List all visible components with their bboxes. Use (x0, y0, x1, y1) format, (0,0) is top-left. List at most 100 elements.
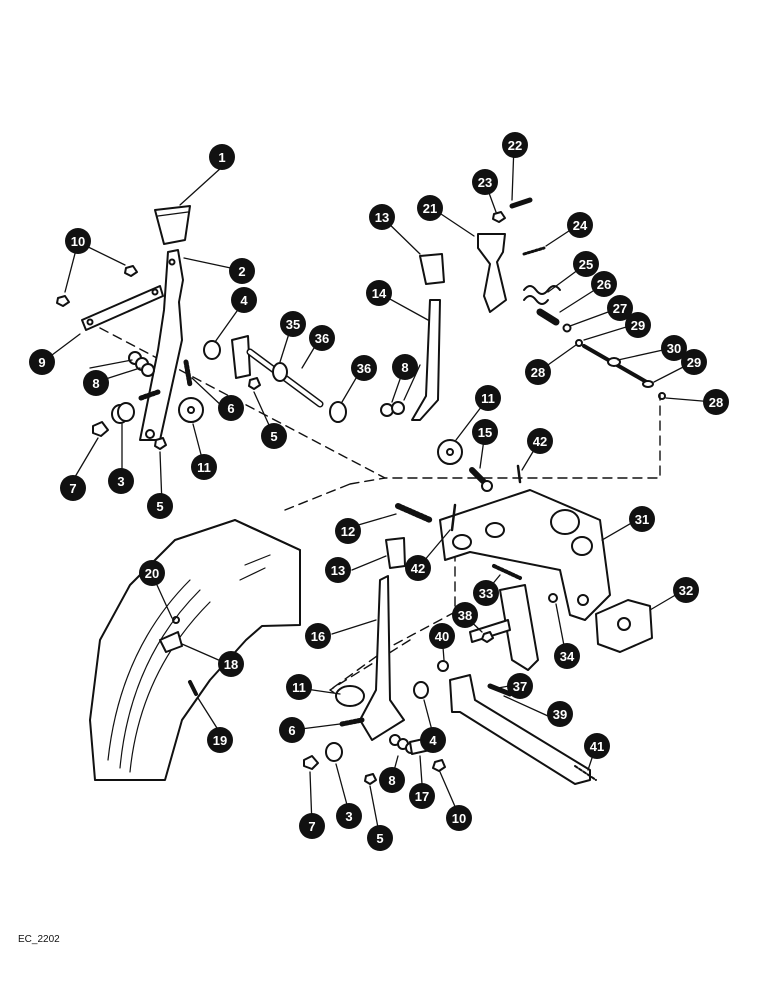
fitting-part-26 (536, 308, 560, 326)
callout-4[interactable]: 4 (231, 287, 257, 313)
callout-26[interactable]: 26 (591, 271, 617, 297)
bushing-part-34 (548, 593, 558, 603)
nut-part-38 (481, 631, 494, 643)
bolt-part-33 (492, 564, 522, 580)
svg-text:22: 22 (508, 138, 522, 153)
callout-17[interactable]: 17 (409, 783, 435, 809)
callout-27[interactable]: 27 (607, 295, 633, 321)
svg-text:8: 8 (92, 376, 99, 391)
nut-part-5c (364, 773, 377, 785)
callout-5b[interactable]: 5 (261, 423, 287, 449)
svg-text:31: 31 (635, 512, 649, 527)
callout-16[interactable]: 16 (305, 623, 331, 649)
callout-25[interactable]: 25 (573, 251, 599, 277)
callout-39[interactable]: 39 (547, 701, 573, 727)
callout-34[interactable]: 34 (554, 643, 580, 669)
callout-5c[interactable]: 5 (367, 825, 393, 851)
callout-9[interactable]: 9 (29, 349, 55, 375)
callout-11c[interactable]: 11 (286, 674, 312, 700)
callout-31[interactable]: 31 (629, 506, 655, 532)
svg-text:34: 34 (560, 649, 575, 664)
callout-41[interactable]: 41 (584, 733, 610, 759)
callout-20[interactable]: 20 (139, 560, 165, 586)
svg-text:13: 13 (375, 210, 389, 225)
callout-1[interactable]: 1 (209, 144, 235, 170)
lever-part-16 (359, 575, 405, 741)
callout-5[interactable]: 5 (147, 493, 173, 519)
callout-10[interactable]: 10 (65, 228, 91, 254)
callout-40[interactable]: 40 (429, 623, 455, 649)
svg-text:11: 11 (197, 460, 211, 475)
callout-7[interactable]: 7 (60, 475, 86, 501)
knob-part-1 (154, 205, 191, 245)
svg-text:36: 36 (315, 331, 329, 346)
callout-36a[interactable]: 36 (309, 325, 335, 351)
callout-21[interactable]: 21 (417, 195, 443, 221)
callout-6b[interactable]: 6 (279, 717, 305, 743)
callout-42b[interactable]: 42 (405, 555, 431, 581)
callout-4b[interactable]: 4 (420, 727, 446, 753)
callout-15[interactable]: 15 (472, 419, 498, 445)
screw-part-19 (188, 680, 198, 696)
callout-29b[interactable]: 29 (681, 349, 707, 375)
plate-part-32 (595, 599, 653, 653)
svg-text:10: 10 (71, 234, 85, 249)
callout-33[interactable]: 33 (473, 580, 499, 606)
spacer-part-4b (413, 681, 429, 699)
callout-7b[interactable]: 7 (299, 813, 325, 839)
rod-part-30 (582, 344, 654, 388)
svg-text:33: 33 (479, 586, 493, 601)
callout-38[interactable]: 38 (452, 602, 478, 628)
callout-8b[interactable]: 8 (392, 354, 418, 380)
svg-text:5: 5 (376, 831, 383, 846)
svg-text:35: 35 (286, 317, 300, 332)
nut-part-5a (154, 437, 167, 450)
callout-32[interactable]: 32 (673, 577, 699, 603)
plate-part-38 (469, 619, 511, 643)
svg-text:25: 25 (579, 257, 593, 272)
callout-36b[interactable]: 36 (351, 355, 377, 381)
lever-part-2 (139, 249, 184, 441)
callout-23[interactable]: 23 (472, 169, 498, 195)
svg-text:23: 23 (478, 175, 492, 190)
callout-42a[interactable]: 42 (527, 428, 553, 454)
svg-text:19: 19 (213, 733, 227, 748)
callout-13b[interactable]: 13 (325, 557, 351, 583)
callout-6[interactable]: 6 (218, 395, 244, 421)
callout-28a[interactable]: 28 (525, 359, 551, 385)
callout-14[interactable]: 14 (366, 280, 392, 306)
callout-19[interactable]: 19 (207, 727, 233, 753)
callout-28b[interactable]: 28 (703, 389, 729, 415)
ring-part-28b (658, 392, 666, 400)
nut-part-7b (303, 755, 319, 770)
callout-2[interactable]: 2 (229, 258, 255, 284)
callout-3b[interactable]: 3 (336, 803, 362, 829)
bracket-part-21 (477, 233, 507, 313)
bolt-part-6 (183, 359, 193, 388)
spring-part-25 (523, 285, 561, 305)
callout-11b[interactable]: 11 (475, 385, 501, 411)
callout-10c[interactable]: 10 (446, 805, 472, 831)
svg-text:14: 14 (372, 286, 387, 301)
washer-part-11a (178, 397, 204, 423)
svg-text:7: 7 (308, 819, 315, 834)
callout-8[interactable]: 8 (83, 370, 109, 396)
callout-30[interactable]: 30 (661, 335, 687, 361)
pin-part-39 (487, 683, 513, 697)
nut-part-23 (492, 211, 506, 223)
callout-35[interactable]: 35 (280, 311, 306, 337)
callout-24[interactable]: 24 (567, 212, 593, 238)
callout-37[interactable]: 37 (507, 673, 533, 699)
callout-22[interactable]: 22 (502, 132, 528, 158)
callout-8c[interactable]: 8 (379, 767, 405, 793)
callout-13[interactable]: 13 (369, 204, 395, 230)
svg-text:4: 4 (429, 733, 437, 748)
callout-3[interactable]: 3 (108, 468, 134, 494)
pin-part-42a (450, 503, 457, 532)
callout-11[interactable]: 11 (191, 454, 217, 480)
callout-18[interactable]: 18 (218, 651, 244, 677)
callout-29a[interactable]: 29 (625, 312, 651, 338)
callout-12[interactable]: 12 (335, 518, 361, 544)
svg-text:1: 1 (218, 150, 225, 165)
